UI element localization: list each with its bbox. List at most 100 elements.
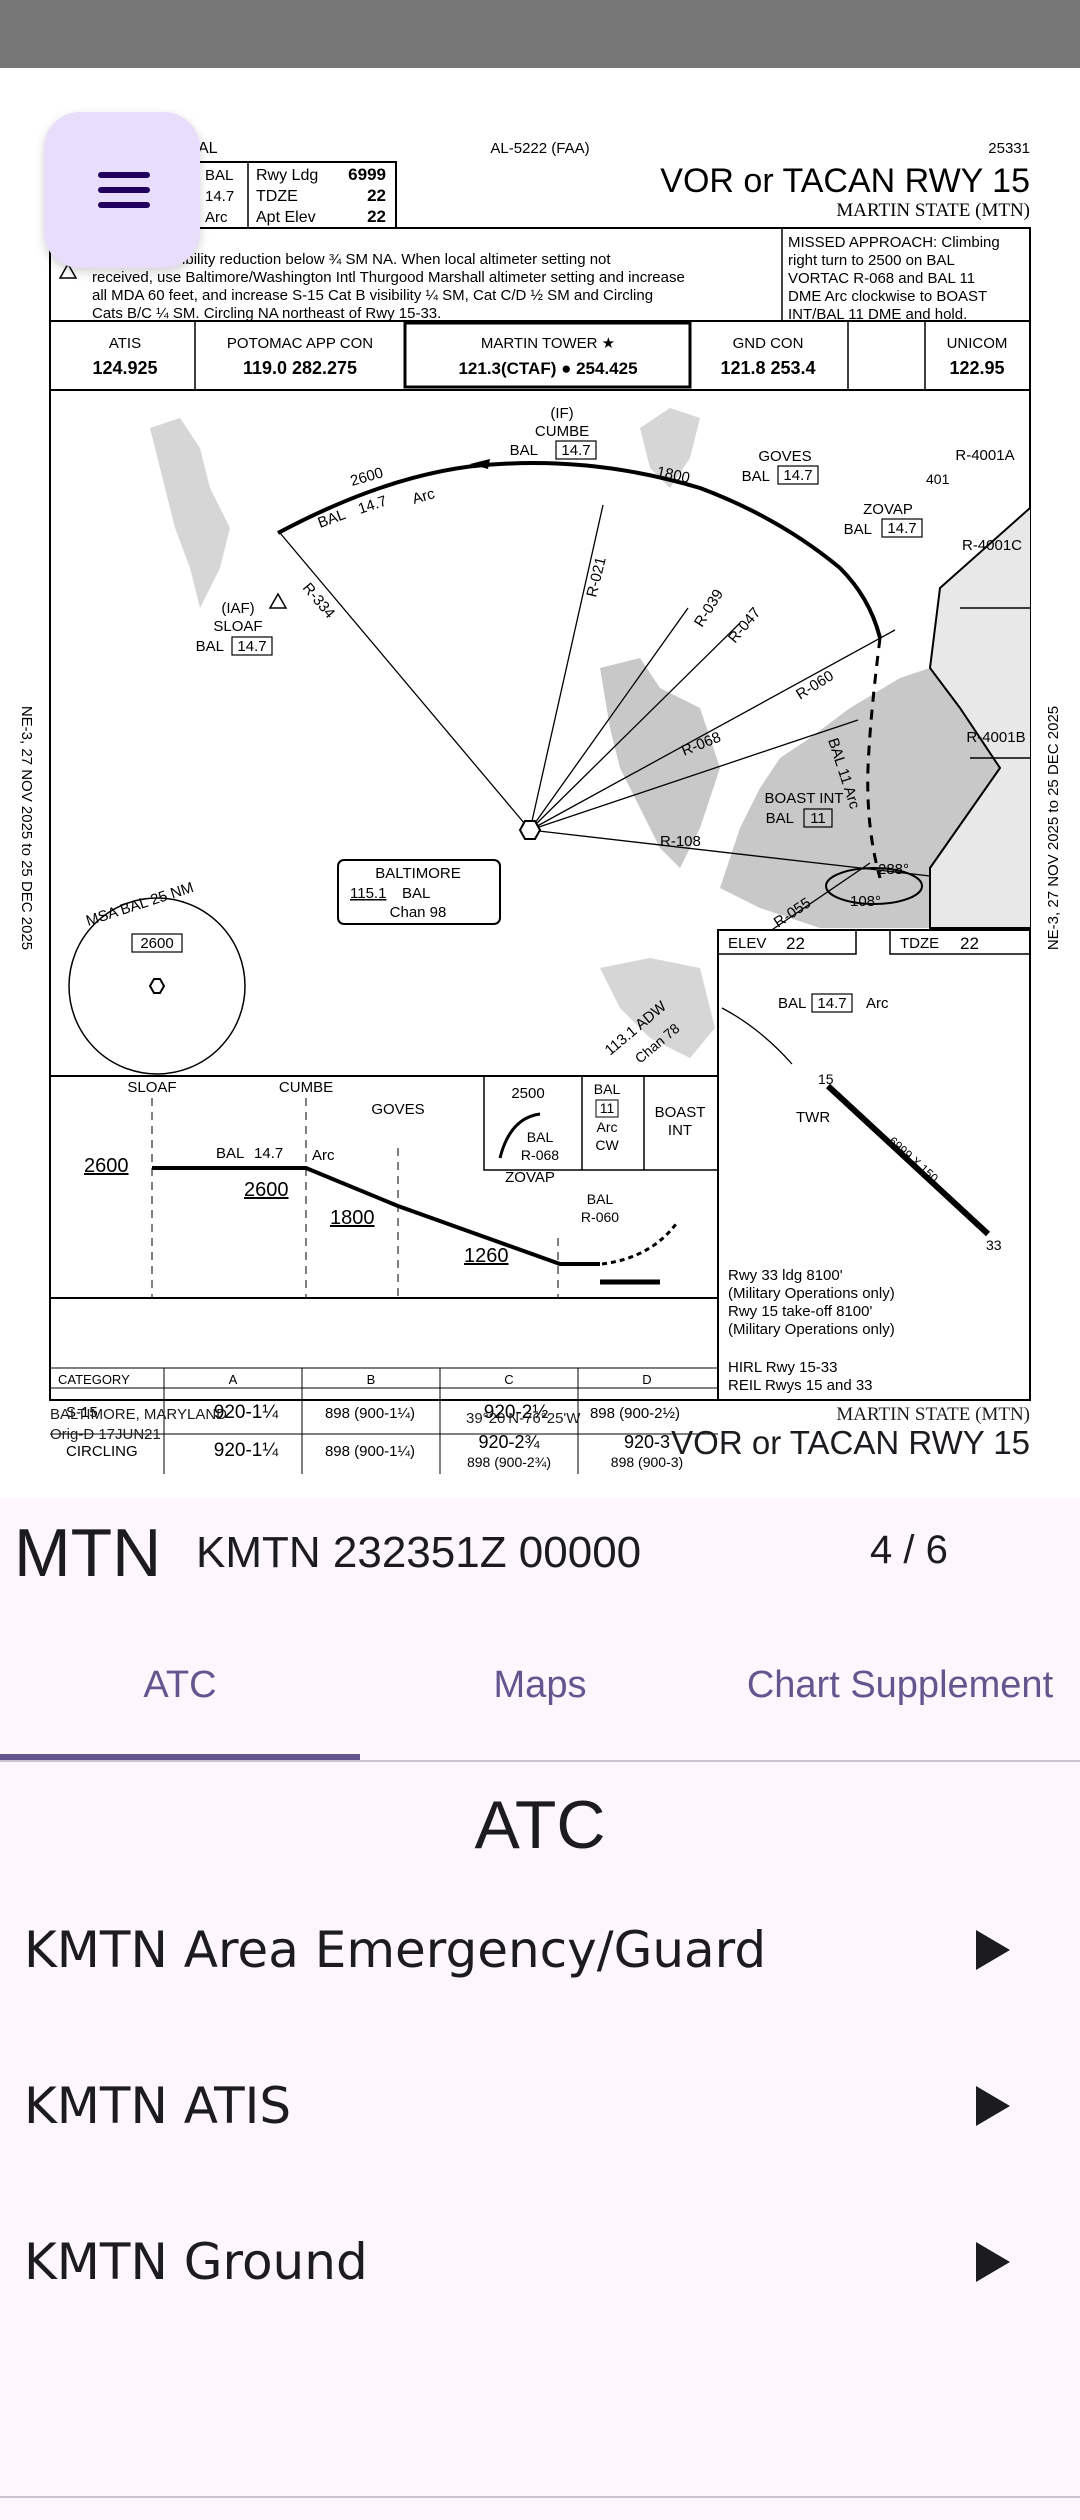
svg-text:Arc: Arc	[597, 1119, 618, 1135]
svg-text:124.925: 124.925	[92, 358, 157, 378]
svg-text:14.7: 14.7	[561, 442, 590, 459]
svg-text:920-1¼: 920-1¼	[214, 1402, 280, 1423]
radial-108: R-108	[660, 833, 701, 850]
svg-text:R-4001B: R-4001B	[966, 729, 1025, 746]
svg-text:CIRCLING: CIRCLING	[66, 1443, 138, 1460]
svg-text:1800: 1800	[655, 463, 691, 487]
svg-text:2600: 2600	[140, 935, 173, 952]
city-header: AL	[198, 140, 218, 157]
svg-text:INT: INT	[668, 1122, 692, 1139]
svg-text:D: D	[642, 1372, 651, 1387]
svg-text:received, use Baltimore/Washin: received, use Baltimore/Washington Intl …	[92, 269, 685, 286]
svg-text:right turn to 2500 on BAL: right turn to 2500 on BAL	[788, 252, 955, 269]
svg-text:TDZE: TDZE	[256, 188, 298, 205]
minimums-table: CATEGORY A B C D S-15 920-1¼ 898 (900-1¼…	[50, 1367, 718, 1474]
svg-text:MARTIN TOWER ★: MARTIN TOWER ★	[481, 335, 615, 352]
svg-text:R-068: R-068	[521, 1147, 559, 1163]
svg-text:all MDA 60 feet, and increase: all MDA 60 feet, and increase S-15 Cat B…	[92, 287, 653, 304]
fix-cumbe: CUMBE	[535, 423, 589, 440]
approach-chart[interactable]: AL AL-5222 (FAA) 25331 VOR or TACAN RWY …	[0, 68, 1080, 1498]
approach-plate: AL AL-5222 (FAA) 25331 VOR or TACAN RWY …	[18, 140, 1062, 1474]
svg-text:920-1¼: 920-1¼	[214, 1440, 280, 1461]
svg-text:898 (900-3): 898 (900-3)	[611, 1454, 683, 1470]
radial-021: R-021	[583, 555, 609, 599]
notes-box: Helicopter visibility reduction below ¾ …	[49, 227, 1031, 391]
svg-text:BAL: BAL	[778, 995, 806, 1012]
svg-text:Arc: Arc	[410, 485, 437, 508]
svg-text:(IF): (IF)	[550, 405, 573, 422]
svg-text:B: B	[367, 1372, 376, 1387]
footer-city: BALTIMORE, MARYLAND	[50, 1406, 227, 1423]
play-arrow-icon[interactable]	[976, 2086, 1010, 2126]
side-date-right: NE-3, 27 NOV 2025 to 25 DEC 2025	[1045, 706, 1062, 950]
svg-text:14.7: 14.7	[254, 1145, 283, 1162]
svg-text:2600: 2600	[84, 1155, 129, 1177]
tab-chart-supplement[interactable]: Chart Supplement	[746, 1664, 1054, 1706]
svg-text:TDZE: TDZE	[900, 935, 939, 952]
svg-text:BAL: BAL	[510, 442, 538, 459]
svg-text:Cats B/C ¼ SM. Circling NA nor: Cats B/C ¼ SM. Circling NA northeast of …	[92, 305, 441, 322]
radial-334: R-334	[299, 580, 338, 622]
svg-text:108°: 108°	[850, 893, 881, 910]
svg-text:ZOVAP: ZOVAP	[505, 1169, 555, 1186]
svg-text:22: 22	[786, 934, 805, 953]
svg-text:Rwy 33 ldg 8100': Rwy 33 ldg 8100'	[728, 1267, 843, 1284]
play-arrow-icon[interactable]	[976, 1930, 1010, 1970]
tab-atc[interactable]: ATC	[143, 1664, 217, 1706]
svg-text:14.7: 14.7	[237, 638, 266, 655]
svg-text:Rwy Ldg: Rwy Ldg	[256, 167, 318, 184]
svg-text:Arc: Arc	[866, 995, 889, 1012]
svg-text:UNICOM: UNICOM	[947, 335, 1008, 352]
svg-text:BAL: BAL	[205, 167, 233, 184]
svg-text:VORTAC R-068 and BAL 11: VORTAC R-068 and BAL 11	[788, 270, 975, 287]
svg-text:BALTIMORE: BALTIMORE	[375, 865, 461, 882]
svg-text:11: 11	[810, 810, 826, 827]
tab-divider	[0, 1760, 1080, 1762]
iaf-fix-icon	[268, 592, 288, 609]
bottom-divider	[0, 2496, 1080, 2498]
svg-text:(IAF): (IAF)	[221, 600, 254, 617]
svg-text:Rwy 15 take-off 8100': Rwy 15 take-off 8100'	[728, 1303, 872, 1320]
metar-ticker[interactable]: KMTN 232351Z 00000	[196, 1524, 642, 1588]
svg-text:14.7: 14.7	[783, 467, 812, 484]
hamburger-menu-icon	[98, 172, 150, 178]
fix-goves: GOVES	[758, 448, 811, 465]
svg-text:14.7: 14.7	[205, 188, 234, 205]
fix-zovap: ZOVAP	[863, 501, 913, 518]
play-arrow-icon[interactable]	[976, 2242, 1010, 2282]
svg-text:HIRL Rwy 15-33: HIRL Rwy 15-33	[728, 1359, 837, 1376]
navaid-box: BALTIMORE 115.1 BAL Chan 98	[337, 859, 501, 925]
runway-15-33	[825, 1083, 991, 1237]
runway-info-box: BAL 14.7 Arc Rwy Ldg 6999 TDZE 22 Apt El…	[191, 161, 397, 229]
menu-button[interactable]	[44, 112, 200, 268]
svg-text:BAL: BAL	[527, 1129, 554, 1145]
freq-row-atis[interactable]: KMTN ATIS	[0, 2028, 1080, 2184]
procedure-number: 25331	[988, 140, 1030, 157]
svg-text:121.3(CTAF) ● 254.425: 121.3(CTAF) ● 254.425	[458, 359, 637, 378]
metar-text: KMTN 232351Z 00000	[196, 1528, 642, 1577]
svg-text:22: 22	[367, 207, 386, 226]
radial-060: R-060	[793, 667, 837, 703]
svg-text:22: 22	[367, 186, 386, 205]
svg-text:INT/BAL 11 DME and hold.: INT/BAL 11 DME and hold.	[788, 306, 967, 323]
missed-approach: MISSED APPROACH: Climbing	[788, 234, 1000, 251]
footer-coords: 39°20'N-76°25'W	[466, 1410, 581, 1427]
svg-text:R-060: R-060	[581, 1209, 619, 1225]
svg-text:121.8 253.4: 121.8 253.4	[720, 358, 815, 378]
svg-text:Arc: Arc	[205, 209, 228, 226]
svg-text:1800: 1800	[330, 1207, 375, 1229]
svg-text:CUMBE: CUMBE	[279, 1079, 333, 1096]
tab-maps[interactable]: Maps	[493, 1664, 587, 1706]
freq-row-ground[interactable]: KMTN Ground	[0, 2184, 1080, 2340]
svg-text:898 (900-2½): 898 (900-2½)	[590, 1405, 680, 1422]
svg-text:GND CON: GND CON	[733, 335, 804, 352]
svg-text:122.95: 122.95	[949, 358, 1004, 378]
freq-row-area-emergency[interactable]: KMTN Area Emergency/Guard	[0, 1872, 1080, 2028]
svg-text:BOAST: BOAST	[655, 1104, 706, 1121]
freq-label: KMTN Area Emergency/Guard	[24, 1921, 767, 1979]
svg-text:401: 401	[926, 471, 950, 487]
freq-label: KMTN Ground	[24, 2233, 368, 2291]
plate-title: VOR or TACAN RWY 15	[660, 162, 1030, 200]
svg-text:2500: 2500	[511, 1085, 544, 1102]
svg-text:33: 33	[986, 1237, 1002, 1253]
